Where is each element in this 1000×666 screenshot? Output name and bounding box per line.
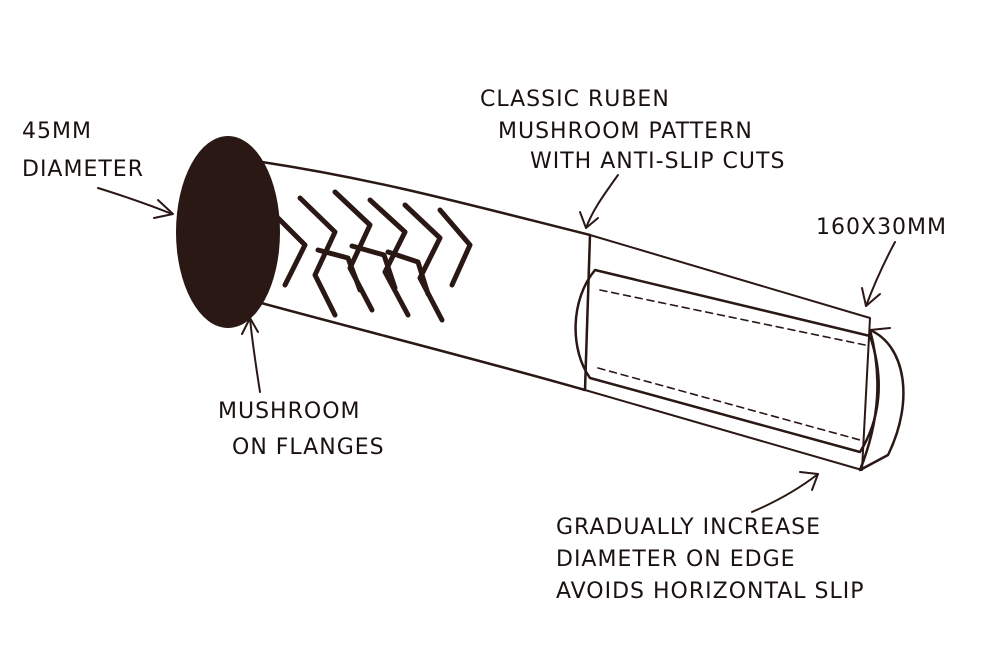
arrow-pattern [585, 174, 619, 229]
label-diameter-line-1: 45MM [22, 119, 92, 144]
label-size: 160X30MM [816, 215, 947, 240]
mushroom-pattern [267, 189, 473, 323]
arrow-flanges [249, 317, 261, 393]
label-edge-line-2: DIAMETER ON EDGE [556, 547, 796, 572]
label-edge-line-3: AVOIDS HORIZONTAL SLIP [556, 579, 865, 604]
label-flanges-line-2: ON FLANGES [232, 435, 385, 460]
flange [176, 136, 280, 328]
callout-arrows [97, 174, 896, 513]
label-size-line-1: 160X30MM [816, 215, 947, 240]
label-pattern-line-3: WITH ANTI-SLIP CUTS [530, 149, 785, 174]
label-flanges: MUSHROOM ON FLANGES [218, 399, 385, 460]
label-edge: GRADUALLY INCREASE DIAMETER ON EDGE AVOI… [556, 515, 865, 604]
label-diameter-line-2: DIAMETER [22, 157, 144, 182]
arrow-edge [751, 473, 819, 513]
label-pattern-line-1: CLASSIC RUBEN [480, 87, 670, 112]
label-pattern-line-2: MUSHROOM PATTERN [498, 119, 753, 144]
arrow-size [865, 241, 896, 307]
label-flanges-line-1: MUSHROOM [218, 399, 361, 424]
grip-core [574, 268, 905, 472]
label-edge-line-1: GRADUALLY INCREASE [556, 515, 821, 540]
arrow-diameter [97, 187, 173, 215]
label-pattern: CLASSIC RUBEN MUSHROOM PATTERN WITH ANTI… [480, 87, 785, 174]
label-diameter: 45MM DIAMETER [22, 119, 144, 182]
